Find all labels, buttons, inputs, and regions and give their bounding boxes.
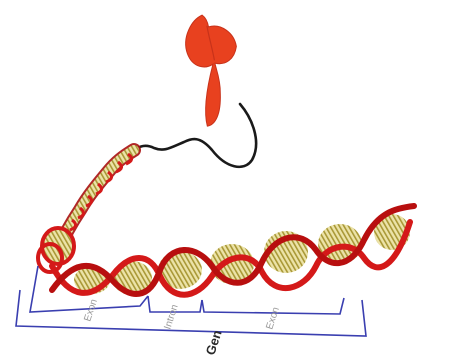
label-exon-right: Exon [264,306,282,331]
label-gene: Gen [203,328,225,357]
dna-coil-loops [38,228,74,272]
double-helix [52,206,414,295]
dna-thread [134,104,256,167]
label-intron: Intron [162,303,180,331]
label-exon-left: Exon [82,298,100,323]
